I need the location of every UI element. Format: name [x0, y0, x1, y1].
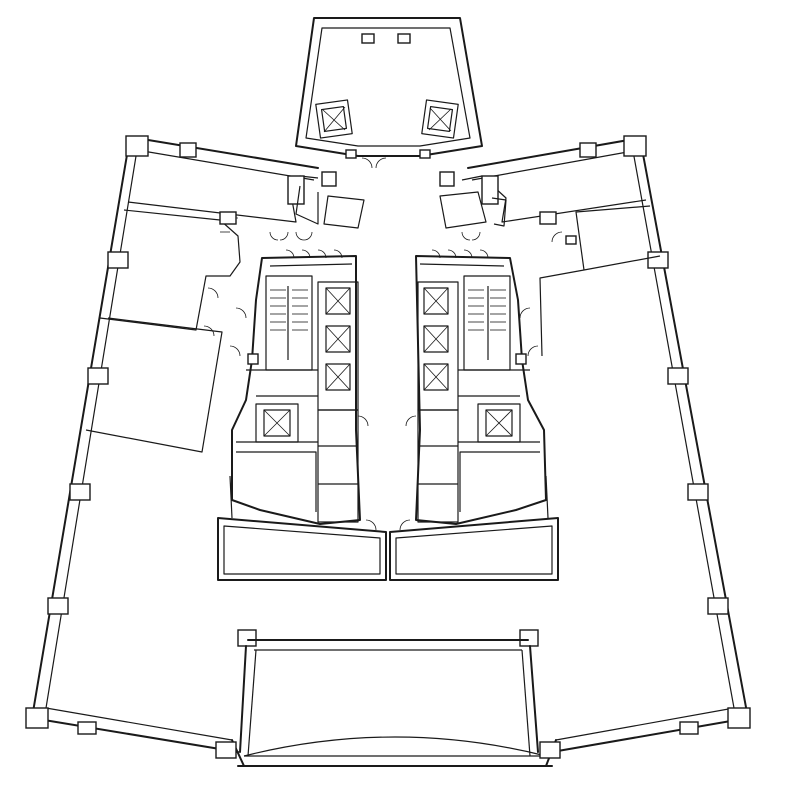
- elevator: [325, 363, 351, 391]
- elevator: [423, 287, 449, 315]
- elevator: [423, 363, 449, 391]
- column: [579, 142, 597, 158]
- elevator: [423, 325, 449, 353]
- door-swings: [203, 157, 563, 531]
- column: [439, 171, 455, 187]
- column: [519, 629, 539, 647]
- elevator: [485, 409, 513, 437]
- column: [539, 741, 561, 759]
- lower-core-rooms: [217, 475, 559, 581]
- column: [25, 707, 49, 729]
- column: [687, 483, 709, 501]
- column: [707, 597, 729, 615]
- elevator: [421, 99, 459, 139]
- column: [87, 367, 109, 385]
- column: [647, 251, 669, 269]
- column: [667, 367, 689, 385]
- column: [125, 135, 149, 157]
- column: [179, 142, 197, 158]
- left-core: [231, 255, 361, 525]
- column: [321, 171, 337, 187]
- exterior-walls: [31, 136, 749, 767]
- lobby-atrium: [239, 639, 539, 757]
- right-core: [415, 255, 547, 525]
- column: [107, 251, 129, 269]
- column: [679, 721, 699, 735]
- left-office-rooms: [85, 175, 365, 453]
- elevator: [263, 409, 291, 437]
- column: [237, 629, 257, 647]
- stair-left: [270, 286, 308, 360]
- column: [69, 483, 91, 501]
- right-office-rooms: [439, 175, 661, 357]
- fixtures: [247, 149, 577, 365]
- elevator: [315, 99, 353, 139]
- column: [47, 597, 69, 615]
- elevator: [325, 325, 351, 353]
- column: [727, 707, 751, 729]
- column: [77, 721, 97, 735]
- column: [623, 135, 647, 157]
- elevators: [263, 99, 513, 437]
- stair-right: [468, 286, 506, 360]
- column: [215, 741, 237, 759]
- elevator: [325, 287, 351, 315]
- structural-columns: [25, 135, 751, 759]
